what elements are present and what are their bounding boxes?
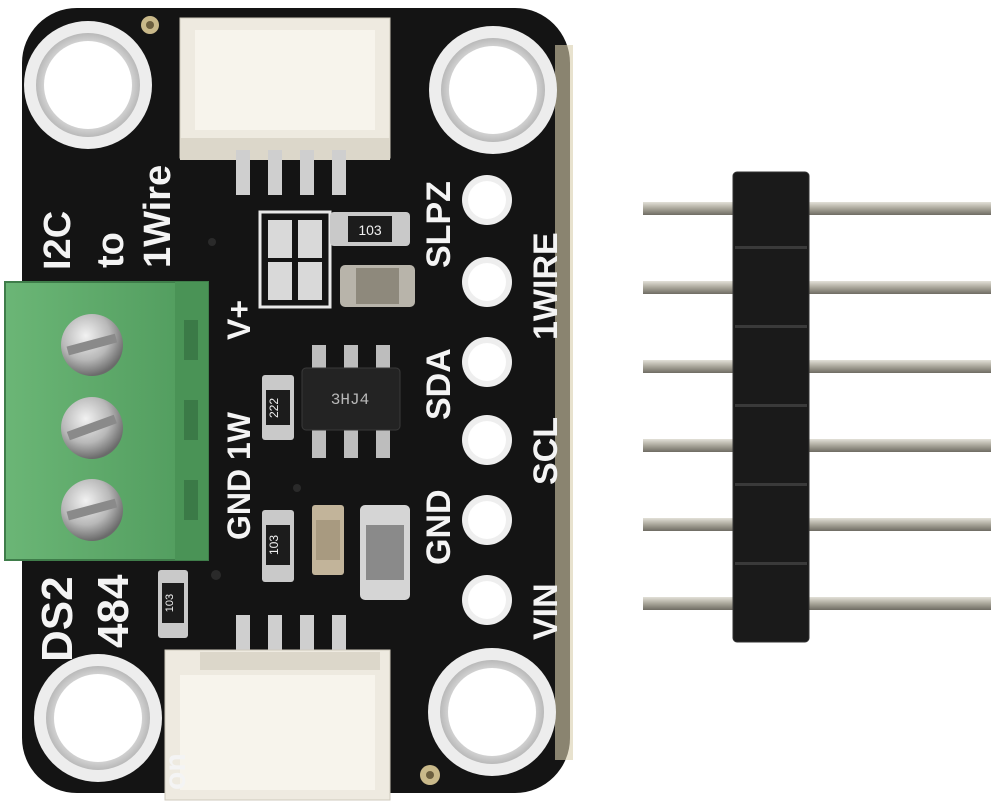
mounting-hole-top-left [24, 21, 152, 149]
pin-label-slpz: SLPZ [420, 181, 458, 268]
terminal-label-gnd: GND [221, 469, 257, 540]
header-pin [643, 518, 991, 531]
resistor-marking: 222 [267, 398, 281, 418]
pin-label-vin: VIN [527, 583, 565, 640]
resistor-r4: 103 [158, 570, 188, 638]
capacitor-c2 [312, 505, 344, 575]
header-pin [643, 360, 991, 373]
jumper-label: on [159, 753, 192, 790]
resistor-marking: 103 [267, 535, 281, 555]
pin-header-strip [643, 171, 991, 643]
ic-marking: 3HJ4 [331, 391, 369, 409]
capacitor-c1 [340, 265, 415, 307]
pin-holes [462, 175, 512, 625]
screw-icon [61, 314, 123, 376]
terminal-label-1w: 1W [221, 411, 257, 460]
board-title-line-1: I2C [37, 211, 79, 270]
board-title-line-3: 1Wire [137, 165, 179, 268]
resistor-marking: 103 [358, 222, 382, 238]
header-pin [643, 281, 991, 294]
screw-icon [61, 479, 123, 541]
resistor-r1: 103 [330, 212, 410, 246]
header-pin [643, 439, 991, 452]
resistor-marking: 103 [164, 594, 176, 612]
pin-label-sda: SDA [420, 348, 458, 420]
pin-label-1wire: 1WIRE [527, 232, 565, 340]
chip-name-line-2: 484 [89, 574, 138, 648]
mounting-hole-bottom-right [428, 648, 556, 776]
screw-terminal-block [4, 281, 209, 561]
mounting-hole-bottom-left [34, 654, 162, 782]
ic-chip: 3HJ4 [301, 345, 401, 458]
screw-icon [61, 397, 123, 459]
header-pin [643, 597, 991, 610]
solder-jumper [258, 210, 332, 309]
pin-label-gnd: GND [420, 489, 458, 565]
capacitor-c3 [360, 505, 410, 600]
stemma-connector-top [179, 17, 391, 195]
terminal-label-vplus: V+ [221, 300, 257, 340]
stemma-connector-bottom [164, 615, 391, 801]
resistor-r2: 222 [262, 375, 294, 440]
board-title-line-2: to [90, 232, 132, 268]
mounting-hole-top-right [429, 26, 557, 154]
chip-name-line-1: DS2 [33, 576, 82, 662]
resistor-r3: 103 [262, 510, 294, 582]
pin-label-scl: SCL [527, 417, 565, 485]
header-pin [643, 202, 991, 215]
